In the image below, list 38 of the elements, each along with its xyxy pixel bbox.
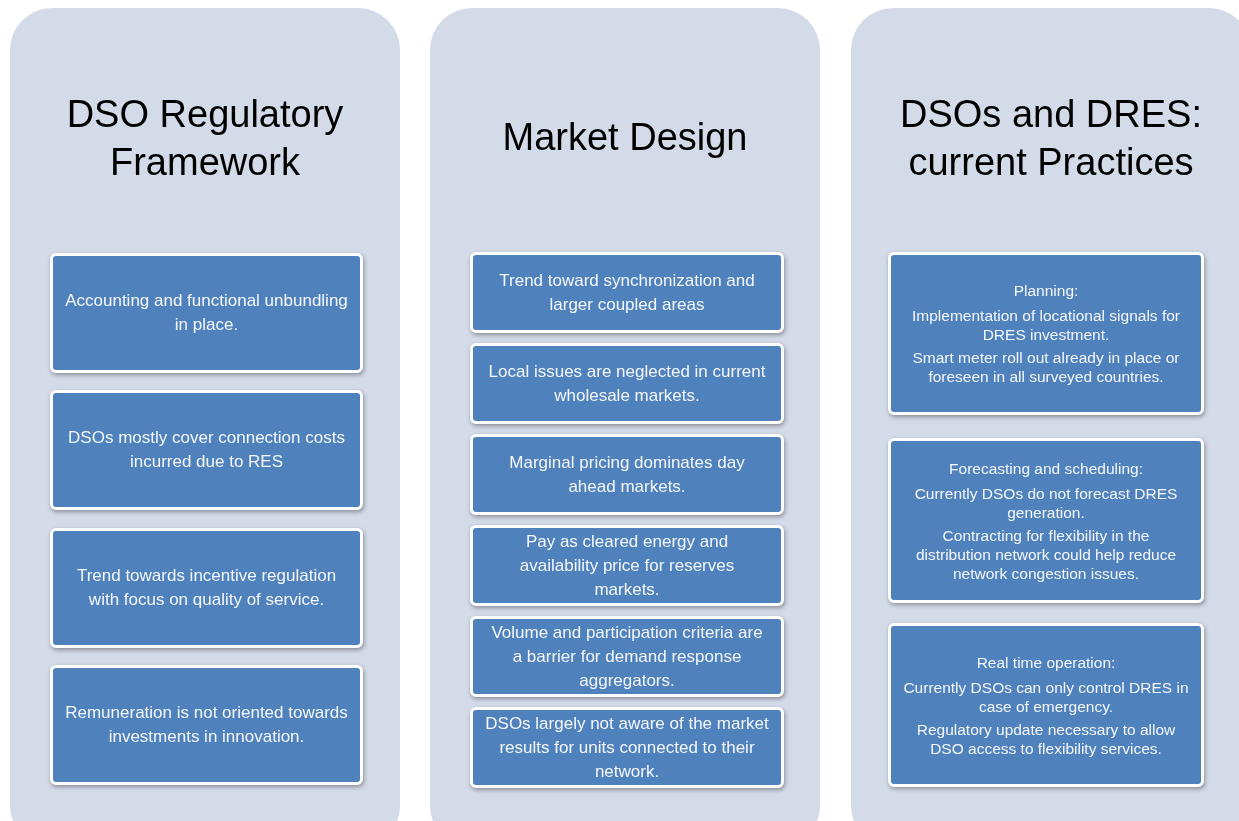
box-text: DSOs largely not aware of the market results for units connected to their network.: [485, 712, 769, 783]
text-box: [888, 252, 1204, 415]
box-heading: Planning:: [1013, 281, 1079, 300]
box-heading: Real time operation:: [976, 652, 1116, 672]
text-box: [470, 616, 784, 697]
text-box: [50, 665, 363, 785]
text-box: [50, 253, 363, 373]
box-text: Regulatory update necessary to allow DSO access to flexibility services.: [915, 719, 1177, 758]
text-box: [50, 390, 363, 510]
box-text: Local issues are neglected in current wholesale markets.: [487, 360, 767, 407]
text-box: [470, 525, 784, 606]
text-box: [50, 528, 363, 648]
box-text: Trend toward synchronization and larger coupled areas: [498, 269, 756, 316]
box-text: Marginal pricing dominates day ahead markets.: [508, 451, 746, 498]
box-text: Contracting for flexibility in the distribution network could help reduce network congestion issues.: [914, 525, 1178, 583]
box-text: Volume and participation criteria are a barrier for demand response aggregators.: [490, 621, 764, 692]
text-box: [888, 623, 1204, 787]
text-box: [470, 707, 784, 788]
box-text: Smart meter roll out already in place or foreseen in all surveyed countries.: [911, 348, 1181, 386]
column-title: Market Design: [501, 115, 749, 160]
box-text: Implementation of locational signals for DRES investment.: [911, 306, 1181, 344]
box-text: Currently DSOs can only control DRES in case of emergency.: [903, 677, 1189, 716]
box-text: Pay as cleared energy and availability price for reserves markets.: [518, 530, 736, 601]
column-title: DSO Regulatory Framework: [65, 92, 345, 185]
box-text: Accounting and functional unbundling in place.: [65, 290, 348, 336]
column-title: DSOs and DRES: current Practices: [899, 92, 1203, 185]
box-text: Remuneration is not oriented towards investments in innovation.: [65, 702, 348, 748]
box-text: Trend towards incentive regulation with focus on quality of service.: [75, 565, 338, 611]
box-text: Currently DSOs do not forecast DRES generation.: [913, 483, 1179, 522]
column-panel: [851, 8, 1239, 821]
box-heading: Forecasting and scheduling:: [949, 458, 1143, 478]
text-box: [888, 438, 1204, 603]
text-box: [470, 252, 784, 333]
text-box: [470, 343, 784, 424]
column-panel: [10, 8, 400, 821]
box-text: DSOs mostly cover connection costs incurred due to RES: [67, 427, 346, 473]
column-panel: [430, 8, 820, 821]
text-box: [470, 434, 784, 515]
